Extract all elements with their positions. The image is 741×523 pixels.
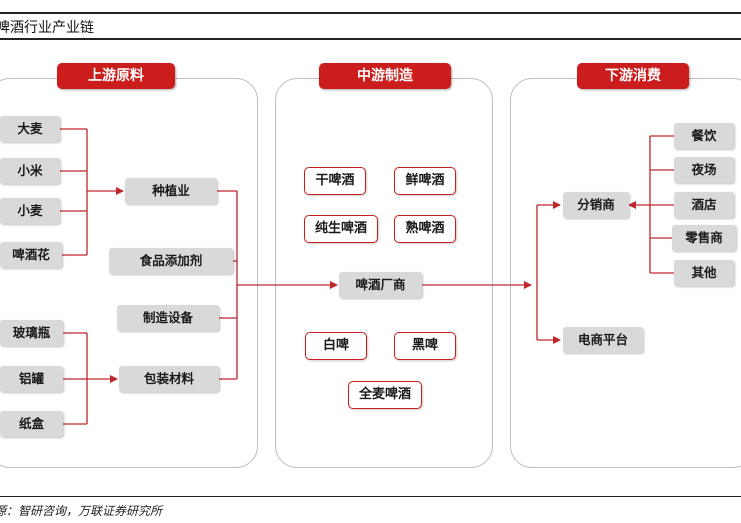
beer-type-whole-wheat: 全麦啤酒 [348, 381, 422, 409]
planting-box: 种植业 [125, 178, 217, 204]
packaging-item-carton: 纸盒 [0, 411, 63, 437]
channel-others: 其他 [674, 260, 734, 286]
beer-type-dry: 干啤酒 [304, 167, 366, 195]
title-bar: 啤酒行业产业链 [0, 12, 741, 40]
beer-type-draft: 纯生啤酒 [304, 215, 378, 243]
channel-catering: 餐饮 [674, 123, 734, 149]
raw-material-hops: 啤酒花 [0, 242, 62, 268]
beer-factory-box: 啤酒厂商 [339, 272, 422, 298]
source-note: 源：智研咨询，万联证券研究所 [0, 504, 163, 518]
ecommerce-box: 电商平台 [563, 327, 643, 353]
beer-type-pasteurized: 熟啤酒 [394, 215, 456, 243]
food-additive-box: 食品添加剂 [109, 248, 233, 274]
downstream-header: 下游消费 [577, 63, 689, 89]
equipment-box: 制造设备 [117, 305, 219, 331]
bottom-rule [0, 496, 741, 497]
beer-type-dark: 黑啤 [394, 332, 456, 360]
raw-material-damai: 大麦 [0, 116, 60, 142]
channel-retailer: 零售商 [672, 225, 736, 251]
raw-material-xiaomi: 小米 [0, 158, 60, 184]
raw-material-xiaomai: 小麦 [0, 198, 60, 224]
upstream-header: 上游原料 [57, 63, 175, 89]
page-title: 啤酒行业产业链 [0, 20, 94, 36]
beer-type-white: 白啤 [305, 332, 367, 360]
beer-type-fresh: 鲜啤酒 [394, 167, 456, 195]
channel-hotel: 酒店 [674, 192, 734, 218]
packaging-item-can: 铝罐 [0, 366, 63, 392]
packaging-item-bottle: 玻璃瓶 [0, 320, 63, 346]
channel-nightclub: 夜场 [674, 157, 734, 183]
midstream-header: 中游制造 [319, 63, 451, 89]
distributor-box: 分销商 [563, 192, 629, 218]
packaging-box: 包装材料 [119, 366, 219, 392]
